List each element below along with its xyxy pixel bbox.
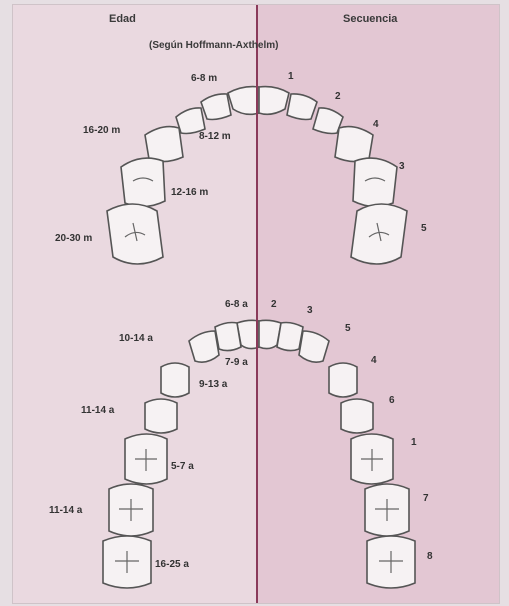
subtitle-source: (Según Hoffmann-Axthelm) [149,40,279,51]
upper-right-first-molar [334,125,374,163]
lower-right-lateral-incisor [276,321,304,352]
lower-left-second-premolar [144,398,178,434]
upper-sequence-number: 4 [373,119,379,130]
lower-sequence-number: 7 [423,493,429,504]
lower-age-label: 7-9 a [225,357,248,368]
fissure-lower-left-2 [119,499,143,521]
lower-right-canine [298,330,330,363]
fissure-upper-left-premolar [132,177,154,182]
lower-age-label: 10-14 a [119,333,153,344]
lower-sequence-number: 8 [427,551,433,562]
upper-right-canine [312,107,344,135]
fissure-lower-right-2 [375,499,399,521]
header-edad: Edad [109,13,136,25]
upper-left-central-incisor [227,85,260,116]
upper-sequence-number: 1 [288,71,294,82]
header-secuencia: Secuencia [343,13,398,25]
midline-divider [256,5,258,603]
upper-left-canine [175,107,206,135]
lower-age-label: 5-7 a [171,461,194,472]
fissure-upper-left-molar [124,222,146,242]
fissure-lower-left-1 [135,449,157,471]
lower-age-label: 11-14 a [81,405,115,416]
lower-age-label: 6-8 a [225,299,248,310]
lower-right-first-premolar [328,362,358,398]
lower-age-label: 11-14 a [49,505,83,516]
upper-age-label: 12-16 m [171,187,209,198]
lower-left-lateral-incisor [214,321,242,352]
fissure-lower-right-3 [379,551,403,573]
upper-sequence-number: 2 [335,91,341,102]
upper-right-second-molar-a [352,157,398,208]
lower-left-canine [188,330,220,363]
lower-sequence-number: 2 [271,299,277,310]
upper-left-lateral-incisor [200,93,232,121]
upper-right-central-incisor [258,85,290,116]
lower-age-label: 16-25 a [155,559,189,570]
upper-age-label: 6-8 m [191,73,218,84]
upper-sequence-number: 3 [399,161,405,172]
lower-sequence-number: 6 [389,395,395,406]
dental-eruption-figure: Edad Secuencia (Según Hoffmann-Axthelm) … [12,4,500,604]
upper-age-label: 8-12 m [199,131,231,142]
upper-left-first-molar [144,125,184,163]
fissure-lower-right-1 [361,449,383,471]
lower-right-second-premolar [340,398,374,434]
tooth-diagram [102,85,416,589]
fissure-lower-left-3 [115,551,139,573]
lower-sequence-number: 3 [307,305,313,316]
lower-age-label: 9-13 a [199,379,228,390]
fissure-upper-right-premolar [364,177,386,182]
lower-sequence-number: 4 [371,355,377,366]
lower-sequence-number: 5 [345,323,351,334]
upper-left-second-molar-a [120,157,166,208]
lower-left-first-premolar [160,362,190,398]
upper-sequence-number: 5 [421,223,427,234]
upper-age-label: 16-20 m [83,125,121,136]
fissure-upper-right-molar [368,222,390,242]
upper-age-label: 20-30 m [55,233,93,244]
lower-sequence-number: 1 [411,437,417,448]
upper-right-lateral-incisor [286,93,318,121]
